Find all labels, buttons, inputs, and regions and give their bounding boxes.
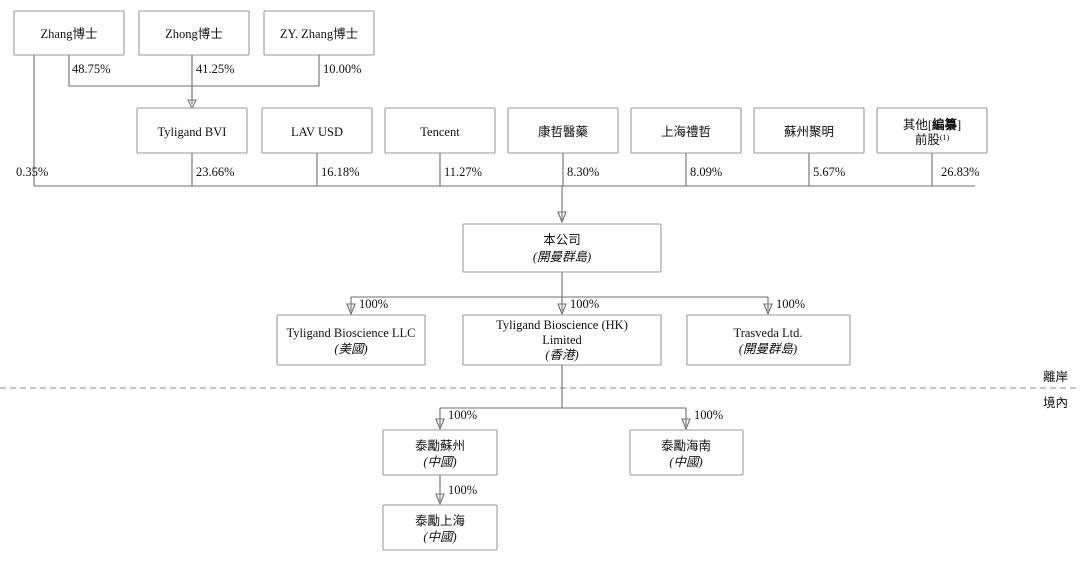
label-sub-taili-suzhou: 泰勵蘇州 bbox=[415, 438, 465, 453]
pct-llc: 100% bbox=[359, 297, 388, 311]
label-sub-trasveda: Trasveda Ltd. bbox=[734, 326, 803, 340]
label-company-jurisdiction: (開曼群島) bbox=[533, 250, 591, 264]
label-holder-shanghai-lizhe: 上海禮哲 bbox=[661, 124, 711, 139]
label-holder-tencent: Tencent bbox=[420, 125, 460, 139]
pct-suzhou-juming: 5.67% bbox=[813, 165, 845, 179]
box-shareholder-zhong[interactable] bbox=[138, 10, 250, 56]
pct-shanghai-lizhe: 8.09% bbox=[690, 165, 722, 179]
label-shareholder-zhong: Zhong博士 bbox=[165, 26, 223, 41]
arrow-into-trasveda bbox=[763, 303, 773, 316]
onshore-subsidiaries-group: 泰勵蘇州 (中國) 泰勵海南 (中國) 泰勵上海 (中國) bbox=[382, 429, 744, 551]
label-sub-taili-shanghai: 泰勵上海 bbox=[415, 513, 466, 528]
pct-taili-shanghai: 100% bbox=[448, 483, 477, 497]
offshore-subsidiaries-group: Tyligand Bioscience LLC (美國) Tyligand Bi… bbox=[276, 314, 851, 366]
offshore-onshore-boundary-group: 離岸 境內 bbox=[0, 370, 1080, 410]
label-sub-taili-hainan-jurisdiction: (中國) bbox=[669, 455, 702, 469]
pct-zhong-to-bvi: 41.25% bbox=[196, 62, 235, 76]
label-sub-tyligand-llc: Tyligand Bioscience LLC bbox=[287, 326, 416, 340]
box-sub-tyligand-llc[interactable] bbox=[276, 314, 426, 366]
label-sub-tyligand-hk-jurisdiction: (香港) bbox=[545, 348, 578, 362]
pct-kangzhe: 8.30% bbox=[567, 165, 599, 179]
company-group: 本公司 (開曼群島) bbox=[462, 223, 662, 273]
pct-zhang-direct: 0.35% bbox=[16, 165, 48, 179]
label-company-name: 本公司 bbox=[543, 233, 581, 247]
connector-zy-zhang-to-bvi bbox=[192, 55, 320, 87]
connector-zhang-to-bvi bbox=[68, 55, 192, 87]
label-sub-taili-suzhou-jurisdiction: (中國) bbox=[423, 455, 456, 469]
onshore-connectors-group: 100% 100% 100% bbox=[435, 365, 723, 506]
label-sub-taili-hainan: 泰勵海南 bbox=[661, 438, 711, 453]
label-sub-tyligand-llc-jurisdiction: (美國) bbox=[334, 342, 367, 356]
pct-trasveda: 100% bbox=[776, 297, 805, 311]
label-holder-tyligand-bvi: Tyligand BVI bbox=[158, 125, 227, 139]
label-sub-tyligand-hk-line1: Tyligand Bioscience (HK) bbox=[496, 318, 628, 332]
label-sub-tyligand-hk-line2: Limited bbox=[542, 333, 582, 347]
label-holder-other-preipo-line2: 前股(1) bbox=[915, 132, 950, 147]
arrow-into-bvi bbox=[187, 99, 197, 110]
box-sub-trasveda[interactable] bbox=[686, 314, 851, 366]
top-connectors-group: 0.35% 48.75% 41.25% 10.00% bbox=[16, 55, 362, 186]
holders-row-group: Tyligand BVI LAV USD Tencent 康哲醫藥 上海禮哲 蘇… bbox=[136, 107, 988, 154]
pct-lav-usd: 16.18% bbox=[321, 165, 360, 179]
label-sub-trasveda-jurisdiction: (開曼群島) bbox=[739, 342, 797, 356]
box-company[interactable] bbox=[462, 223, 662, 273]
label-sub-taili-shanghai-jurisdiction: (中國) bbox=[423, 530, 456, 544]
pct-other-preipo: 26.83% bbox=[941, 165, 980, 179]
arrow-into-hk bbox=[557, 303, 567, 316]
arrow-into-company bbox=[557, 211, 567, 224]
top-shareholders-group: Zhang博士 Zhong博士 ZY. Zhang博士 bbox=[13, 10, 375, 56]
holders-bus-group: 23.66% 16.18% 11.27% 8.30% 8.09% 5.67% 2… bbox=[34, 153, 980, 224]
label-holder-other-preipo-line1: 其他[編纂] bbox=[903, 117, 961, 132]
pct-hk: 100% bbox=[570, 297, 599, 311]
label-offshore: 離岸 bbox=[1043, 370, 1068, 384]
box-sub-taili-suzhou[interactable] bbox=[382, 429, 498, 476]
arrow-into-taili-hainan bbox=[681, 418, 691, 431]
label-holder-kangzhe: 康哲醫藥 bbox=[538, 124, 589, 139]
box-sub-taili-hainan[interactable] bbox=[629, 429, 744, 476]
pct-tencent: 11.27% bbox=[444, 165, 482, 179]
label-holder-suzhou-juming: 蘇州聚明 bbox=[784, 125, 834, 139]
pct-taili-suzhou: 100% bbox=[448, 408, 477, 422]
label-onshore: 境內 bbox=[1043, 395, 1068, 410]
box-sub-taili-shanghai[interactable] bbox=[382, 504, 498, 551]
arrow-into-llc bbox=[346, 303, 356, 316]
pct-zy-zhang-to-bvi: 10.00% bbox=[323, 62, 362, 76]
arrow-into-taili-shanghai bbox=[435, 493, 445, 506]
pct-zhang-to-bvi: 48.75% bbox=[72, 62, 111, 76]
label-holder-lav-usd: LAV USD bbox=[291, 125, 343, 139]
label-shareholder-zy-zhang: ZY. Zhang博士 bbox=[280, 26, 358, 41]
pct-taili-hainan: 100% bbox=[694, 408, 723, 422]
arrow-into-taili-suzhou bbox=[435, 418, 445, 431]
offshore-connectors-group: 100% 100% 100% bbox=[346, 272, 805, 316]
label-shareholder-zhang: Zhang博士 bbox=[41, 26, 98, 41]
pct-tyligand-bvi: 23.66% bbox=[196, 165, 235, 179]
